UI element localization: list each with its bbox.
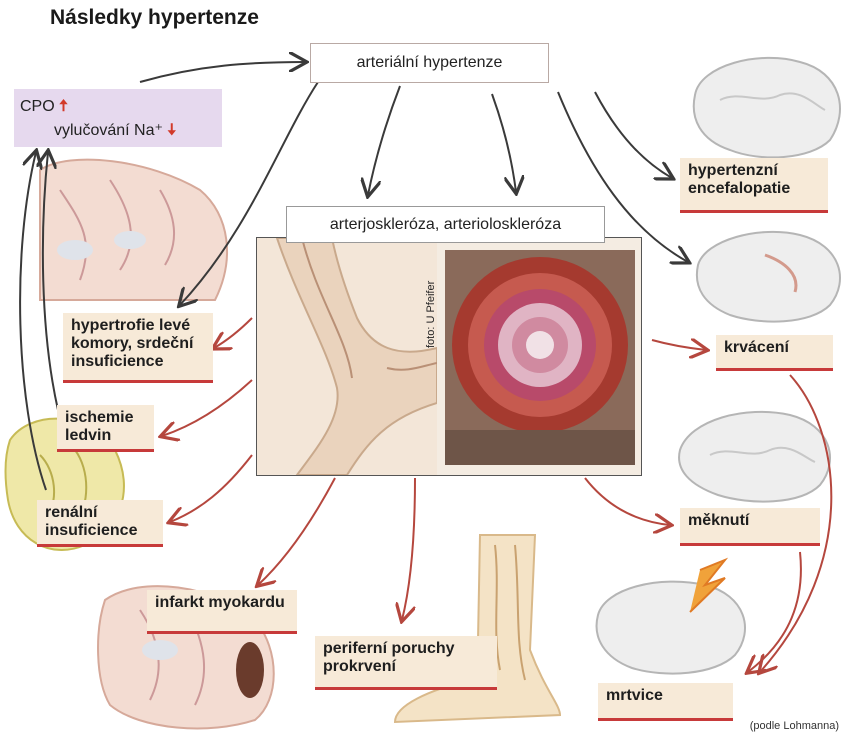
artery-branch-illustration: [257, 238, 437, 475]
down-arrow-icon: 🠇: [167, 122, 176, 139]
feedback-box: CPO 🠅 vylučování Na⁺ 🠇: [14, 89, 222, 147]
label-hemorrhage: krvácení: [716, 335, 833, 371]
label-infarct: infarkt myokardu: [147, 590, 297, 634]
arrow-athero-to-softening: [585, 478, 670, 525]
brain-illustration-1: [694, 58, 840, 158]
atherosclerosis-box: arterjoskleróza, arterioloskleróza: [286, 206, 605, 243]
up-arrow-icon: 🠅: [59, 98, 68, 115]
arrow-athero-to-ischemia: [162, 380, 252, 436]
label-peripheral: periferní poruchy prokrvení: [315, 636, 497, 690]
histology-photo: foto: U Pfeifer: [256, 237, 642, 476]
label-encephalopathy: hypertenzní encefalopatie: [680, 158, 828, 213]
heart-illustration-top: [40, 160, 227, 300]
source-note: (podle Lohmanna): [750, 720, 839, 732]
arrow-athero-to-renal: [170, 455, 252, 522]
feedback-line-2: vylučování Na⁺ 🠇: [54, 119, 176, 146]
label-stroke: mrtvice: [598, 683, 733, 721]
arrow-hypertension-to-athero-1: [368, 86, 400, 195]
sodium-label: vylučování Na⁺: [54, 122, 163, 139]
brain-illustration-4: [597, 560, 745, 674]
brain-illustration-3: [679, 412, 830, 502]
label-renal: renální insuficience: [37, 500, 163, 547]
arrow-athero-to-hemorrhage: [652, 340, 706, 350]
brain-illustration-2: [697, 232, 840, 322]
artery-cross-section: [445, 250, 635, 465]
hypertension-box: arteriální hypertenze: [310, 43, 549, 83]
arrow-athero-to-peripheral: [402, 478, 415, 620]
label-ischemia: ischemie ledvin: [57, 405, 154, 452]
arrow-athero-to-infarct: [258, 478, 335, 585]
label-softening: měknutí: [680, 508, 820, 546]
arrow-athero-to-hypertrophy: [214, 318, 252, 348]
leg-illustration: [395, 535, 560, 722]
arrow-hypertension-to-athero-2: [492, 94, 516, 192]
cpo-label: CPO: [20, 98, 55, 115]
arrow-to-encephalopathy: [595, 92, 672, 178]
label-hypertrophy: hypertrofie levé komory, srdeční insufic…: [63, 313, 213, 383]
page-title: Následky hypertenze: [50, 6, 259, 30]
feedback-line-1: CPO 🠅: [20, 95, 68, 122]
photo-credit: foto: U Pfeifer: [425, 281, 437, 348]
arrow-cpo-to-hypertension: [140, 62, 305, 82]
